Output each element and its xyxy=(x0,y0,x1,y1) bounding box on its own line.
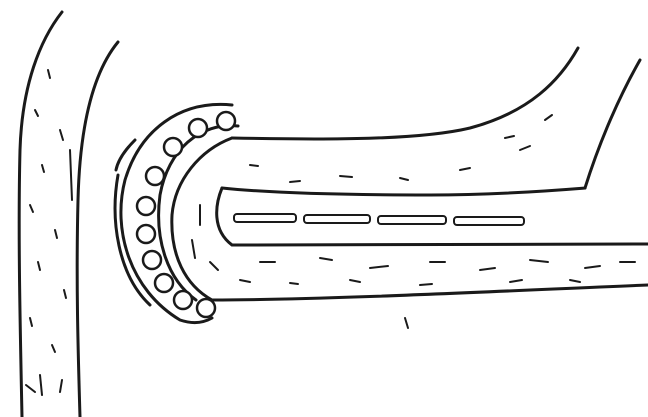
vertical-tube-outer-wall xyxy=(19,12,62,417)
vertical-tube-inner-wall xyxy=(77,42,118,417)
bead xyxy=(137,225,155,243)
strip-segment xyxy=(234,214,296,222)
strip-segment xyxy=(304,215,370,223)
strip-segment xyxy=(454,217,524,225)
bead xyxy=(137,197,155,215)
bent-tube-upper-inner-wall xyxy=(222,188,585,195)
bead xyxy=(189,119,207,137)
vertical-tube-texture xyxy=(26,70,72,395)
collar-outline-hatch xyxy=(116,140,135,170)
bent-tube-upper-wall xyxy=(232,48,578,139)
bead xyxy=(143,251,161,269)
bead xyxy=(146,167,164,185)
dashed-central-strip xyxy=(234,214,524,225)
bead xyxy=(174,291,192,309)
beaded-ring-collar xyxy=(115,104,238,322)
bead xyxy=(217,112,235,130)
vertical-tube xyxy=(19,12,118,417)
bent-tube-outer-right xyxy=(585,60,640,188)
bent-tube-bend-curve xyxy=(172,138,232,300)
bent-tube xyxy=(172,48,648,300)
strip-segment xyxy=(378,216,446,224)
bead xyxy=(155,274,173,292)
bead xyxy=(164,138,182,156)
bead xyxy=(197,299,215,317)
bent-tube-lower-wall xyxy=(212,285,648,300)
